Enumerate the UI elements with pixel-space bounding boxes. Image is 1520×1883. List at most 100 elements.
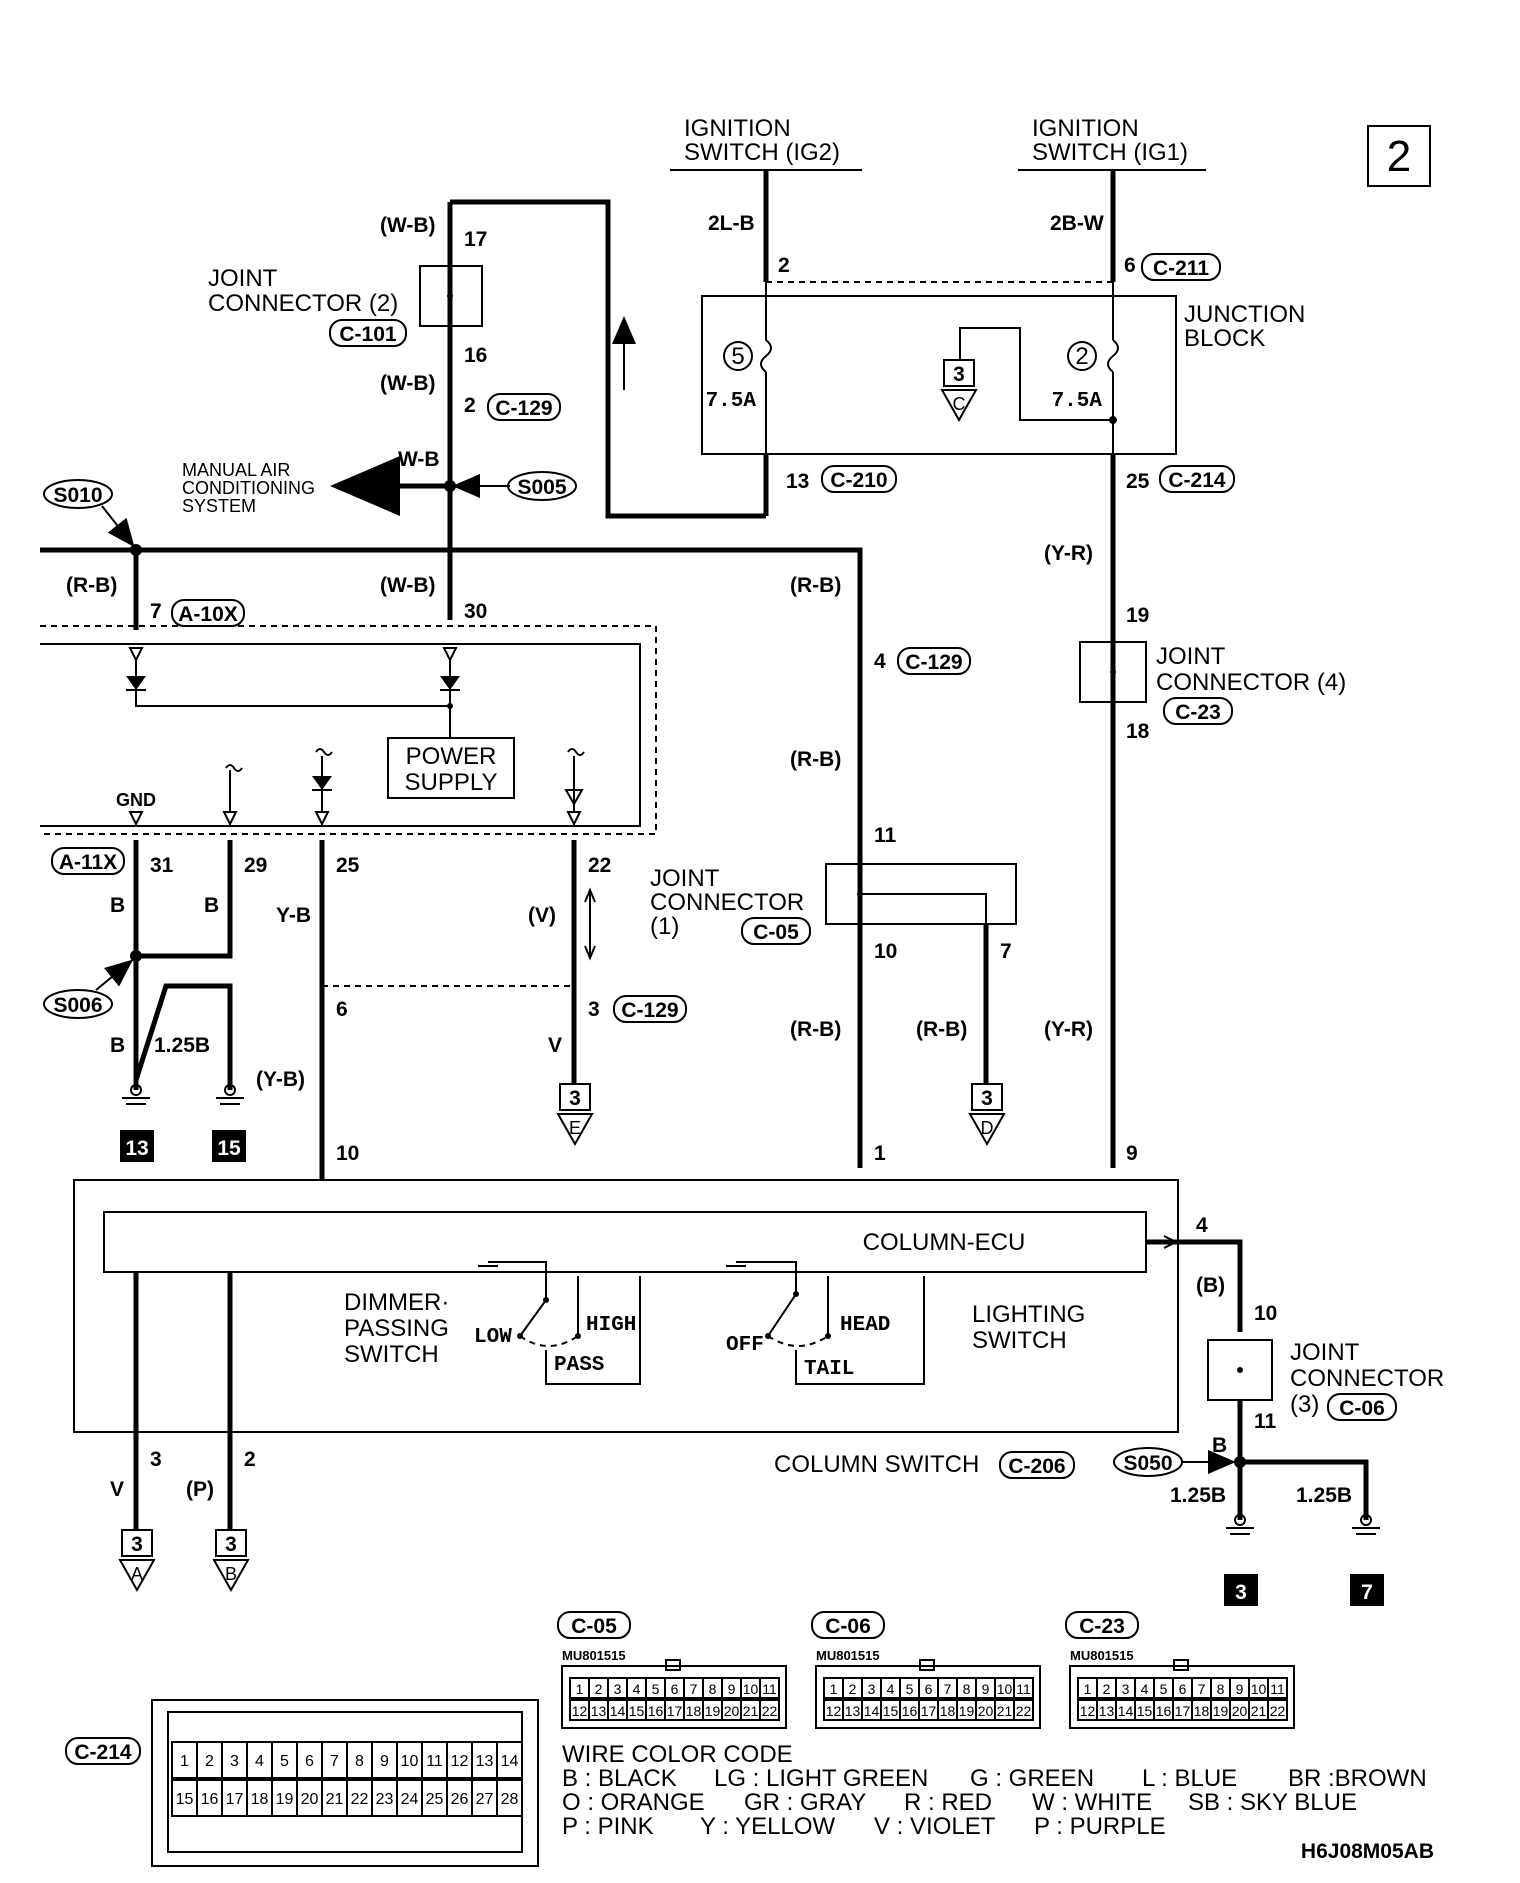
wire-rb-bus	[40, 547, 863, 1168]
svg-text:B : BLACK: B : BLACK	[562, 1765, 677, 1792]
svg-text:B: B	[225, 1564, 237, 1584]
control-module: POWER SUPPLY GND	[40, 625, 657, 835]
svg-text:11: 11	[1270, 1681, 1285, 1697]
svg-text:20: 20	[301, 1791, 319, 1808]
svg-text:(Y-B): (Y-B)	[256, 1068, 305, 1091]
svg-text:3: 3	[150, 1448, 162, 1471]
svg-text:2: 2	[205, 1753, 214, 1770]
svg-text:W : WHITE: W : WHITE	[1032, 1789, 1152, 1816]
svg-text:11: 11	[426, 1753, 443, 1770]
svg-text:6: 6	[671, 1681, 679, 1697]
svg-text:(B): (B)	[1196, 1274, 1225, 1297]
svg-text:L : BLUE: L : BLUE	[1142, 1765, 1237, 1792]
ref-b: 3 B	[212, 1529, 250, 1593]
svg-text:8: 8	[709, 1681, 717, 1697]
svg-text:3: 3	[868, 1681, 876, 1697]
svg-text:MU801515: MU801515	[562, 1648, 626, 1663]
svg-text:OFF: OFF	[726, 1334, 764, 1357]
svg-text:22: 22	[762, 1703, 778, 1719]
svg-text:BR :BROWN: BR :BROWN	[1288, 1765, 1427, 1792]
svg-text:1.25B: 1.25B	[1170, 1484, 1226, 1507]
svg-text:7.5A: 7.5A	[1052, 390, 1103, 413]
svg-text:4: 4	[887, 1681, 895, 1697]
svg-text:7: 7	[1361, 1581, 1373, 1604]
svg-text:SYSTEM: SYSTEM	[182, 496, 256, 516]
svg-text:CONDITIONING: CONDITIONING	[182, 478, 315, 498]
svg-text:2: 2	[244, 1448, 256, 1471]
svg-text:7: 7	[944, 1681, 952, 1697]
svg-text:C-129: C-129	[495, 397, 552, 420]
svg-text:E: E	[569, 1118, 581, 1138]
svg-text:MU801515: MU801515	[816, 1648, 880, 1663]
svg-text:26: 26	[451, 1791, 469, 1808]
svg-text:10: 10	[997, 1681, 1013, 1697]
svg-text:2: 2	[778, 254, 790, 277]
svg-text:6: 6	[1124, 254, 1136, 277]
svg-text:20: 20	[724, 1703, 740, 1719]
svg-text:25: 25	[1126, 470, 1150, 493]
svg-text:1: 1	[874, 1142, 886, 1165]
svg-text:C-06: C-06	[1339, 1397, 1385, 1420]
ref-a: 3 A	[118, 1529, 156, 1593]
svg-text:22: 22	[1270, 1703, 1286, 1719]
svg-text:19: 19	[1213, 1703, 1229, 1719]
column-switch: COLUMN-ECU LOW HIGH PASS DIMMER· PASSING…	[73, 1179, 1179, 1530]
svg-text:14: 14	[864, 1703, 880, 1719]
wire-wb-loop	[450, 199, 766, 519]
svg-text:18: 18	[1126, 720, 1150, 743]
svg-text:12: 12	[572, 1703, 588, 1719]
svg-text:BLOCK: BLOCK	[1184, 325, 1265, 352]
svg-text:4: 4	[874, 650, 886, 673]
svg-text:LIGHTING: LIGHTING	[972, 1301, 1085, 1328]
ignition-switch-ig2: IGNITION SWITCH (IG2)	[670, 115, 862, 171]
connector-c-129-c: C-129	[613, 995, 687, 1023]
svg-text:17: 17	[921, 1703, 937, 1719]
svg-text:20: 20	[1232, 1703, 1248, 1719]
svg-text:S050: S050	[1123, 1452, 1172, 1475]
svg-text:4: 4	[1196, 1214, 1208, 1237]
svg-text:4: 4	[255, 1753, 264, 1770]
svg-text:1: 1	[830, 1681, 838, 1697]
svg-text:4: 4	[633, 1681, 641, 1697]
svg-text:3: 3	[614, 1681, 622, 1697]
svg-text:10: 10	[1251, 1681, 1267, 1697]
svg-text:CONNECTOR: CONNECTOR	[1290, 1365, 1444, 1392]
svg-text:31: 31	[150, 854, 174, 877]
splice-s010: S010	[43, 479, 135, 548]
svg-text:Y : YELLOW: Y : YELLOW	[700, 1813, 836, 1840]
svg-text:3: 3	[588, 998, 600, 1021]
svg-text:18: 18	[686, 1703, 702, 1719]
svg-text:11: 11	[1016, 1681, 1031, 1697]
svg-text:HEAD: HEAD	[840, 1314, 890, 1337]
svg-text:17: 17	[1175, 1703, 1191, 1719]
svg-text:SWITCH: SWITCH	[344, 1341, 439, 1368]
svg-text:7: 7	[150, 600, 162, 623]
svg-text:WIRE COLOR CODE: WIRE COLOR CODE	[562, 1741, 793, 1768]
connector-c-211: C-211	[1141, 253, 1221, 281]
wire-ig2-code: 2L-B	[708, 212, 755, 235]
svg-text:3: 3	[981, 1087, 993, 1110]
svg-text:6: 6	[336, 998, 348, 1021]
svg-text:16: 16	[648, 1703, 664, 1719]
splice-s005: S005	[452, 471, 577, 501]
svg-text:2: 2	[1103, 1681, 1111, 1697]
svg-text:13: 13	[125, 1137, 148, 1160]
svg-text:JOINT: JOINT	[208, 265, 278, 292]
svg-text:V : VIOLET: V : VIOLET	[874, 1813, 996, 1840]
svg-text:C-214: C-214	[1168, 469, 1226, 492]
svg-text:16: 16	[201, 1791, 219, 1808]
svg-text:11: 11	[762, 1681, 777, 1697]
svg-text:C-23: C-23	[1175, 701, 1221, 724]
svg-text:(Y-R): (Y-R)	[1044, 542, 1093, 565]
svg-text:(W-B): (W-B)	[380, 372, 436, 395]
svg-text:S005: S005	[517, 476, 566, 499]
svg-text:2: 2	[1075, 343, 1088, 370]
svg-text:(P): (P)	[186, 1478, 214, 1501]
svg-text:21: 21	[1251, 1703, 1267, 1719]
svg-text:16: 16	[1156, 1703, 1172, 1719]
wire-ig1-code: 2B-W	[1050, 212, 1104, 235]
svg-text:13: 13	[591, 1703, 607, 1719]
svg-text:15: 15	[629, 1703, 645, 1719]
